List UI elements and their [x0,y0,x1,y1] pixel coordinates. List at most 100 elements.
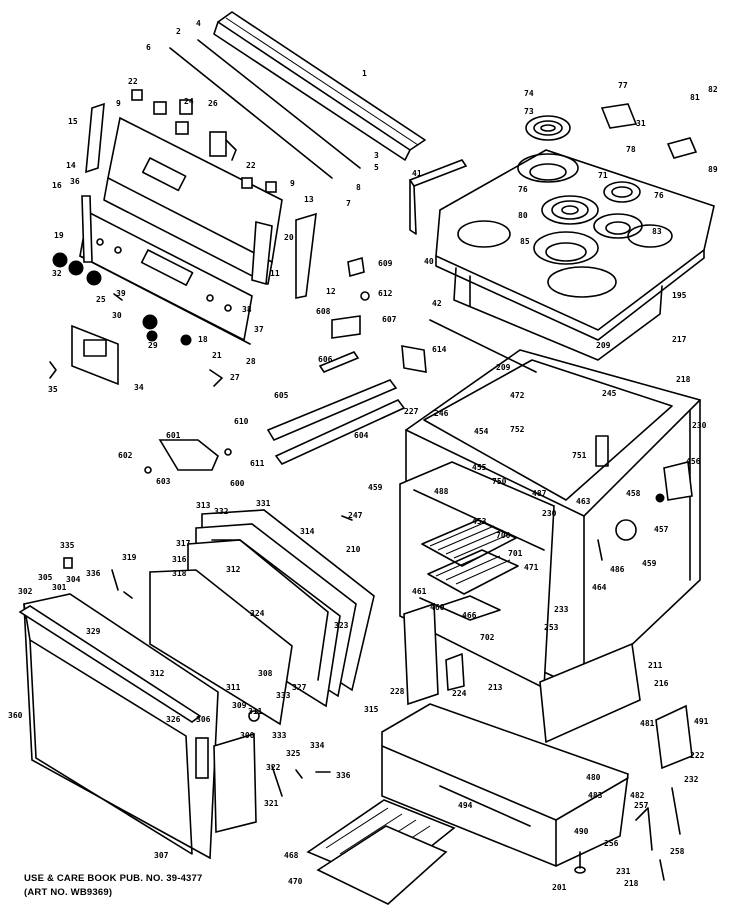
part-label: 300 [240,731,255,740]
storage-drawer [381,703,629,867]
part-label: 306 [196,715,211,724]
part-label: 227 [404,407,419,416]
part-label: 257 [634,801,649,810]
part-label: 30 [112,311,122,320]
part-label: 32 [52,269,62,278]
brackets-607-609 [331,256,537,373]
part-label: 325 [286,749,301,758]
part-label: 334 [310,741,325,750]
part-label: 335 [60,541,75,550]
part-label: 195 [672,291,687,300]
footer-art-number: (ART NO. WB9369) [24,887,113,898]
part-label: 488 [434,487,449,496]
part-label: 256 [604,839,619,848]
drawer-glide-491 [655,704,693,770]
door-inner-layers [149,509,375,726]
part-label: 28 [246,357,256,366]
part-label: 71 [598,171,608,180]
part-label: 611 [250,459,265,468]
part-label: 458 [626,489,641,498]
part-label: 14 [66,161,76,170]
part-label: 464 [592,583,607,592]
part-label: 29 [148,341,158,350]
hinge-89 [666,137,698,159]
part-label: 224 [452,689,467,698]
part-label: 27 [230,373,240,382]
part-label: 246 [434,409,449,418]
trim-rail-13 [81,195,93,263]
part-label: 24 [184,97,194,106]
part-label: 222 [690,751,705,760]
part-label: 486 [610,565,625,574]
part-label: 218 [624,879,639,888]
part-label: 491 [694,717,709,726]
part-label: 302 [18,587,33,596]
drip-pans [517,153,643,265]
side-trim-12 [295,212,317,299]
part-label: 323 [334,621,349,630]
part-label: 604 [354,431,369,440]
part-label: 13 [304,195,314,204]
part-label: 751 [572,451,587,460]
part-label: 20 [284,233,294,242]
part-label: 22 [128,77,138,86]
cooktop [435,149,715,341]
part-label: 470 [288,877,303,886]
part-label: 4 [196,19,201,28]
side-bracket-15 [85,102,105,174]
part-label: 82 [708,85,718,94]
part-label: 314 [300,527,315,536]
part-label: 316 [172,555,187,564]
part-label: 752 [510,425,525,434]
part-label: 701 [508,549,523,558]
part-label: 247 [348,511,363,520]
door-misc-parts [63,515,353,797]
part-label: 312 [226,565,241,574]
part-label: 315 [364,705,379,714]
part-label: 614 [432,345,447,354]
part-label: 459 [642,559,657,568]
door-handle-trim [18,605,209,779]
part-label: 605 [274,391,289,400]
part-label: 603 [156,477,171,486]
part-label: 301 [52,583,67,592]
part-label: 245 [602,389,617,398]
part-label: 76 [518,185,528,194]
part-label: 750 [492,477,507,486]
part-label: 494 [458,801,473,810]
part-label: 11 [270,269,280,278]
part-label: 454 [474,427,489,436]
broil-element [419,595,501,621]
part-label: 231 [616,867,631,876]
part-label: 472 [510,391,525,400]
part-label: 483 [588,791,603,800]
part-label: 305 [38,573,53,582]
part-label: 216 [654,679,669,688]
part-label: 210 [346,545,361,554]
oven-controls-right [597,461,693,561]
part-label: 2 [176,27,181,36]
part-label: 3 [374,151,379,160]
part-label: 16 [52,181,62,190]
part-label: 34 [134,383,144,392]
part-label: 77 [618,81,628,90]
side-panel-11 [251,220,273,286]
part-label: 322 [266,763,281,772]
leveling-legs [574,787,681,881]
part-label: 36 [70,177,80,186]
part-label: 607 [382,315,397,324]
part-label: 601 [166,431,181,440]
part-label: 336 [336,771,351,780]
part-label: 258 [670,847,685,856]
part-label: 466 [462,611,477,620]
part-label: 312 [150,669,165,678]
rod-2 [169,39,361,179]
part-label: 21 [212,351,222,360]
part-label: 307 [154,851,169,860]
part-label: 608 [316,307,331,316]
part-label: 321 [264,799,279,808]
part-label: 606 [318,355,333,364]
part-label: 42 [432,299,442,308]
knobs [52,252,192,346]
part-label: 41 [412,169,422,178]
